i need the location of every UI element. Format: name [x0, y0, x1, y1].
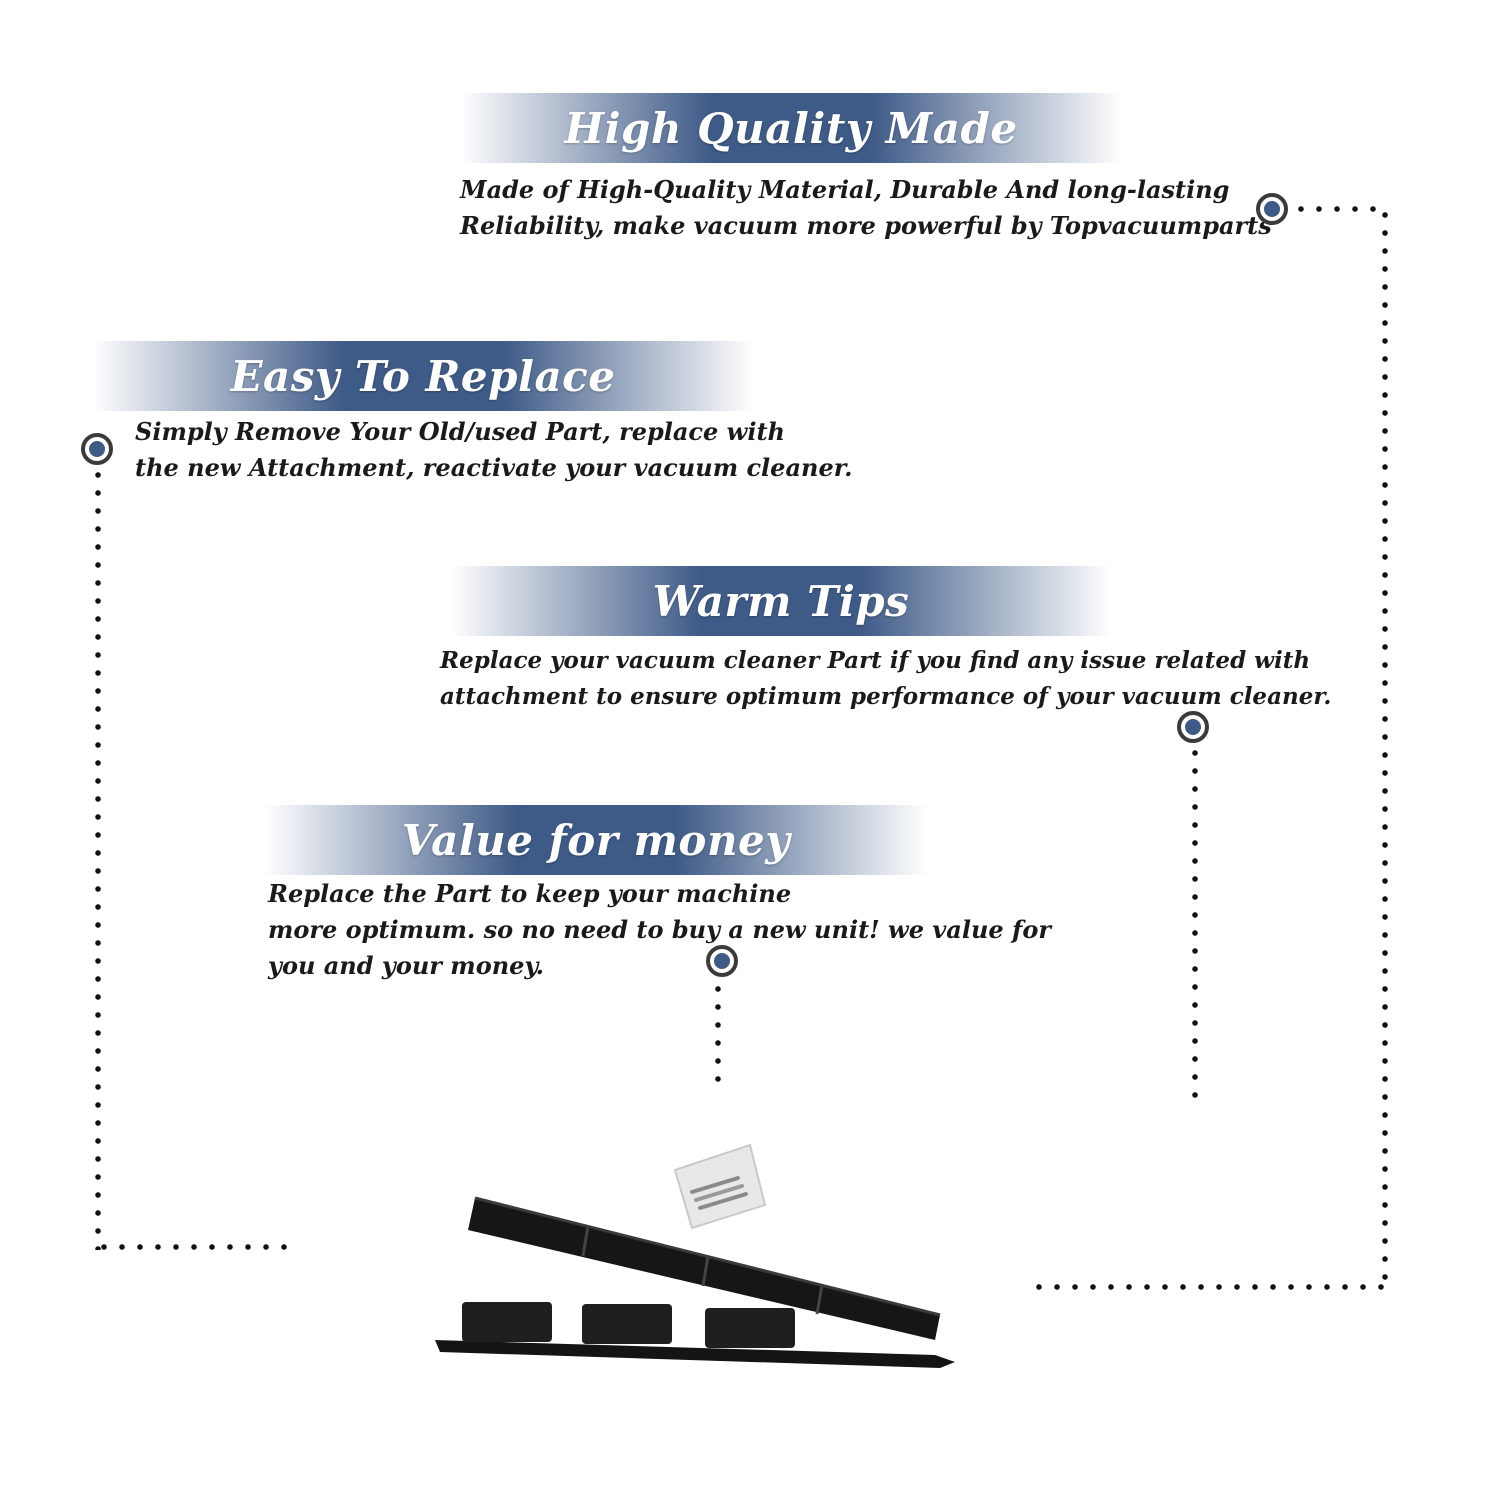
connector-ring-icon-4 [706, 945, 738, 977]
dotted-line-bottom-right [1030, 1284, 1388, 1290]
desc-easy-replace: Simply Remove Your Old/used Part, replac… [135, 417, 853, 482]
desc-warm-tips: Replace your vacuum cleaner Part if you … [440, 647, 1332, 710]
banner-value-money: Value for money [265, 805, 927, 875]
heading-value-money: Value for money [401, 815, 791, 865]
product-image-icon [435, 1143, 955, 1368]
dotted-line-left [95, 466, 101, 1250]
banner-warm-tips: Warm Tips [450, 566, 1112, 636]
banner-high-quality: High Quality Made [460, 93, 1122, 163]
dotted-line-value-money [715, 980, 721, 1092]
desc-high-quality: Made of High-Quality Material, Durable A… [460, 175, 1272, 240]
dotted-line-top-right [1292, 206, 1388, 212]
heading-warm-tips: Warm Tips [652, 576, 910, 626]
dotted-line-right [1382, 206, 1388, 1290]
screw-bag-icon [673, 1143, 767, 1230]
brush-base-icon [435, 1302, 955, 1368]
desc-value-money: Replace the Part to keep your machine mo… [268, 879, 1051, 980]
connector-ring-icon-1 [1256, 193, 1288, 225]
heading-high-quality: High Quality Made [564, 103, 1018, 153]
dotted-line-bottom-left [95, 1244, 295, 1250]
connector-ring-icon-2 [81, 433, 113, 465]
connector-ring-icon-3 [1177, 711, 1209, 743]
heading-easy-replace: Easy To Replace [230, 351, 616, 401]
dotted-line-warm-tips [1192, 744, 1198, 1108]
brush-strip-icon [468, 1196, 941, 1340]
banner-easy-replace: Easy To Replace [92, 341, 754, 411]
